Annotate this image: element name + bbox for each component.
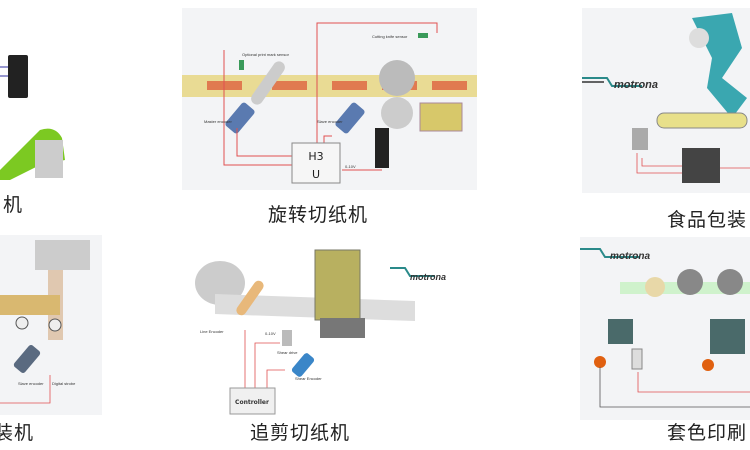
shear-drive-icon [282,330,292,346]
feed-roller [645,277,665,297]
signal-wires [0,375,51,404]
panel-color-printing: motrona [580,237,750,420]
shear-unit [314,249,361,321]
drive-unit-icon [8,55,28,98]
panel-food-packaging: motrona [582,8,750,193]
motrona-logo: motrona [582,77,658,91]
slave-encoder-label: Slave encoder [18,381,44,386]
line-roller [236,280,264,316]
shear-drive-label: Shear drive [277,350,298,355]
motor-icon [632,128,648,150]
encoder-2-icon [702,359,714,371]
controller-label-line2: U [312,168,320,181]
print-cylinder-2 [717,269,743,295]
signal-wires [223,22,438,171]
svg-text:motrona: motrona [610,251,650,262]
signal-wires [244,330,285,388]
print-cylinder-1 [677,269,703,295]
color-printing-diagram: motrona [580,248,750,408]
panel-bottom-left-diagram: Slave encoder Digital strobe [0,235,102,415]
signal-wires [636,153,750,174]
caption-top-left: 机 [3,194,24,216]
shear-base [320,318,365,338]
panel-rotary-cutter: H3 U Optional print mark sensor Cutting … [182,8,477,190]
motrona-logo: motrona [390,267,446,282]
print-mark-sensor-icon [239,60,244,70]
shear-motor-icon [291,353,315,377]
paper-roll [195,261,245,305]
bagging-diagram: Slave encoder Digital strobe [0,240,90,404]
drive-1-icon [631,348,643,370]
controller-unit [682,148,720,183]
panel-top-left-diagram [0,10,70,180]
slave-encoder-label: Slave encoder [317,119,343,124]
shear-encoder-label: Shear Encoder [295,376,322,381]
motor-1 [608,319,633,344]
knife-cylinder-top [379,60,415,96]
flying-shear-diagram: motrona Controller Line Encoder 0-10V Sh… [195,249,446,415]
master-roller [251,61,285,105]
slave-encoder-icon [13,345,41,373]
conveyor [656,112,748,129]
signal-label: 0-10V [345,164,356,169]
rotary-cutter-diagram: H3 U Optional print mark sensor Cutting … [182,22,477,184]
slave-encoder-icon [335,102,365,134]
food-packaging-diagram: motrona [582,13,750,183]
film-roll [689,28,709,48]
encoder-1-icon [594,356,606,368]
master-encoder-label: Master encoder [204,119,232,124]
cut-sheet-stack [419,102,463,132]
panel-flying-shear: motrona Controller Line Encoder 0-10V Sh… [185,238,475,416]
print-mark-sensor-label: Optional print mark sensor [242,52,290,57]
controller-box [229,387,276,415]
roller [35,140,63,178]
knife-cylinder-bottom [381,97,413,129]
svg-text:motrona: motrona [614,79,658,91]
line-encoder-label: Line Encoder [200,329,224,334]
motrona-logo: motrona [580,248,650,262]
svg-text:motrona: motrona [410,272,446,282]
cutting-sensor-label: Cutting knife sensor [372,34,408,39]
controller-label: Controller [235,399,269,406]
cutting-sensor-icon [418,33,428,38]
caption-color-printing: 套色印刷 [667,422,748,444]
controller-label-line1: H3 [308,150,323,163]
caption-rotary-cutter: 旋转切纸机 [268,204,369,226]
digital-strobe-label: Digital strobe [52,381,76,386]
master-encoder-icon [225,102,255,134]
top-left-machine-illustration [0,55,65,180]
gauge-icon [15,316,29,330]
motor-2 [710,319,745,354]
caption-bottom-left: 装机 [0,422,35,444]
hopper [35,240,90,270]
conveyor [0,295,60,315]
servo-drive-icon [375,128,389,168]
h3u-controller [291,142,341,184]
caption-flying-shear: 追剪切纸机 [250,422,351,444]
roller [48,318,62,332]
signal-label: 0-10V [265,331,276,336]
caption-food-packaging: 食品包装 [667,209,748,231]
signal-wires [599,367,750,408]
